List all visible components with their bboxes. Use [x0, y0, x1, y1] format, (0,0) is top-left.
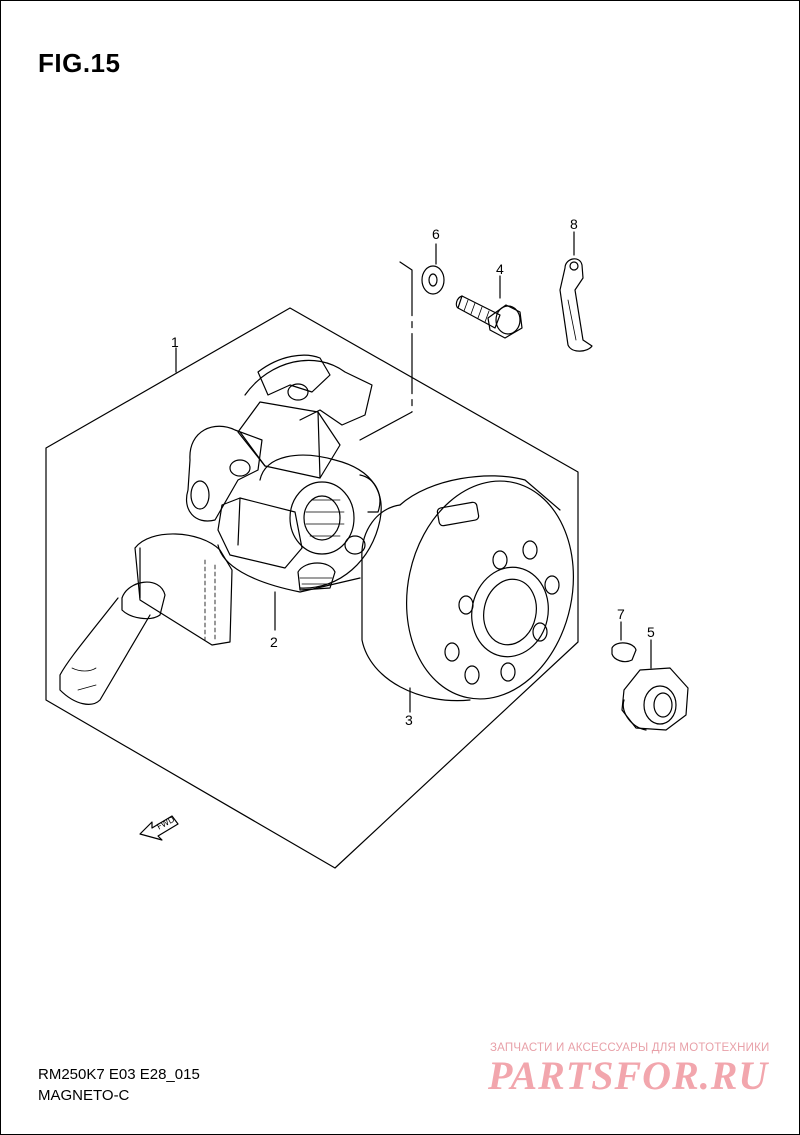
callout-8: 8 — [570, 216, 578, 232]
model-code: RM250K7 E03 E28_015 — [38, 1066, 200, 1083]
callout-4: 4 — [496, 261, 504, 277]
stator-icon — [186, 354, 382, 593]
bracket-6 — [359, 261, 413, 441]
nut-icon — [621, 667, 689, 731]
key-icon — [611, 642, 637, 663]
wire-harness-icon — [59, 533, 233, 705]
rotor-icon — [361, 475, 575, 702]
callout-1: 1 — [171, 334, 179, 350]
callout-7: 7 — [617, 606, 625, 622]
bolt-icon — [455, 295, 523, 339]
callout-6: 6 — [432, 226, 440, 242]
watermark-brand: PARTSFOR.RU — [488, 1053, 769, 1098]
watermark-tagline: ЗАПЧАСТИ И АКСЕССУАРЫ ДЛЯ МОТОТЕХНИКИ — [490, 1042, 770, 1054]
figure-title: FIG.15 — [38, 48, 121, 78]
section-name: MAGNETO-C — [38, 1087, 130, 1104]
fwd-label: FWD — [155, 815, 176, 832]
clamp-icon — [559, 258, 593, 352]
callout-5: 5 — [647, 624, 655, 640]
washer-icon — [421, 265, 445, 295]
callout-3: 3 — [405, 712, 413, 728]
callout-2: 2 — [270, 634, 278, 650]
assembly-outline — [45, 307, 579, 869]
fwd-arrow-icon — [139, 815, 179, 841]
